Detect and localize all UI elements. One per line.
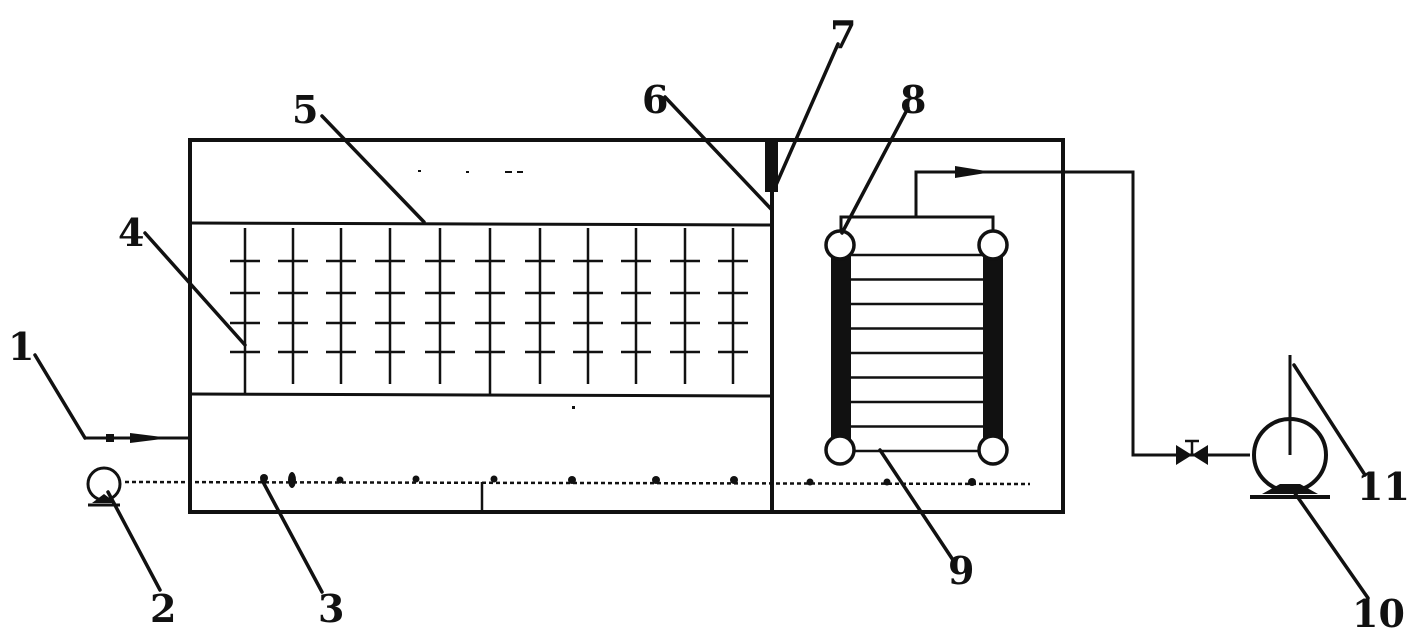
label-4: 4 <box>118 210 144 255</box>
label-1: 1 <box>8 324 34 369</box>
carrier-media <box>230 228 748 394</box>
label-11: 11 <box>1357 464 1410 509</box>
membrane-module <box>824 215 1009 466</box>
inlet-pump <box>86 466 122 507</box>
label-2: 2 <box>150 586 176 631</box>
aerators <box>260 472 976 488</box>
water-surface-marks <box>418 170 575 409</box>
tank <box>188 138 1065 514</box>
label-7: 7 <box>830 12 856 57</box>
inlet-pipe <box>85 433 190 443</box>
label-8: 8 <box>900 77 926 122</box>
permeate-pipe <box>914 166 1250 465</box>
label-3: 3 <box>318 586 344 631</box>
label-9: 9 <box>948 548 974 593</box>
label-6: 6 <box>642 77 668 122</box>
aeration-pipe <box>124 480 1031 512</box>
label-10: 10 <box>1352 591 1405 636</box>
leader-lines <box>33 42 1370 600</box>
suction-pump <box>1250 355 1330 499</box>
label-5: 5 <box>292 87 318 132</box>
media-frame <box>189 221 773 398</box>
